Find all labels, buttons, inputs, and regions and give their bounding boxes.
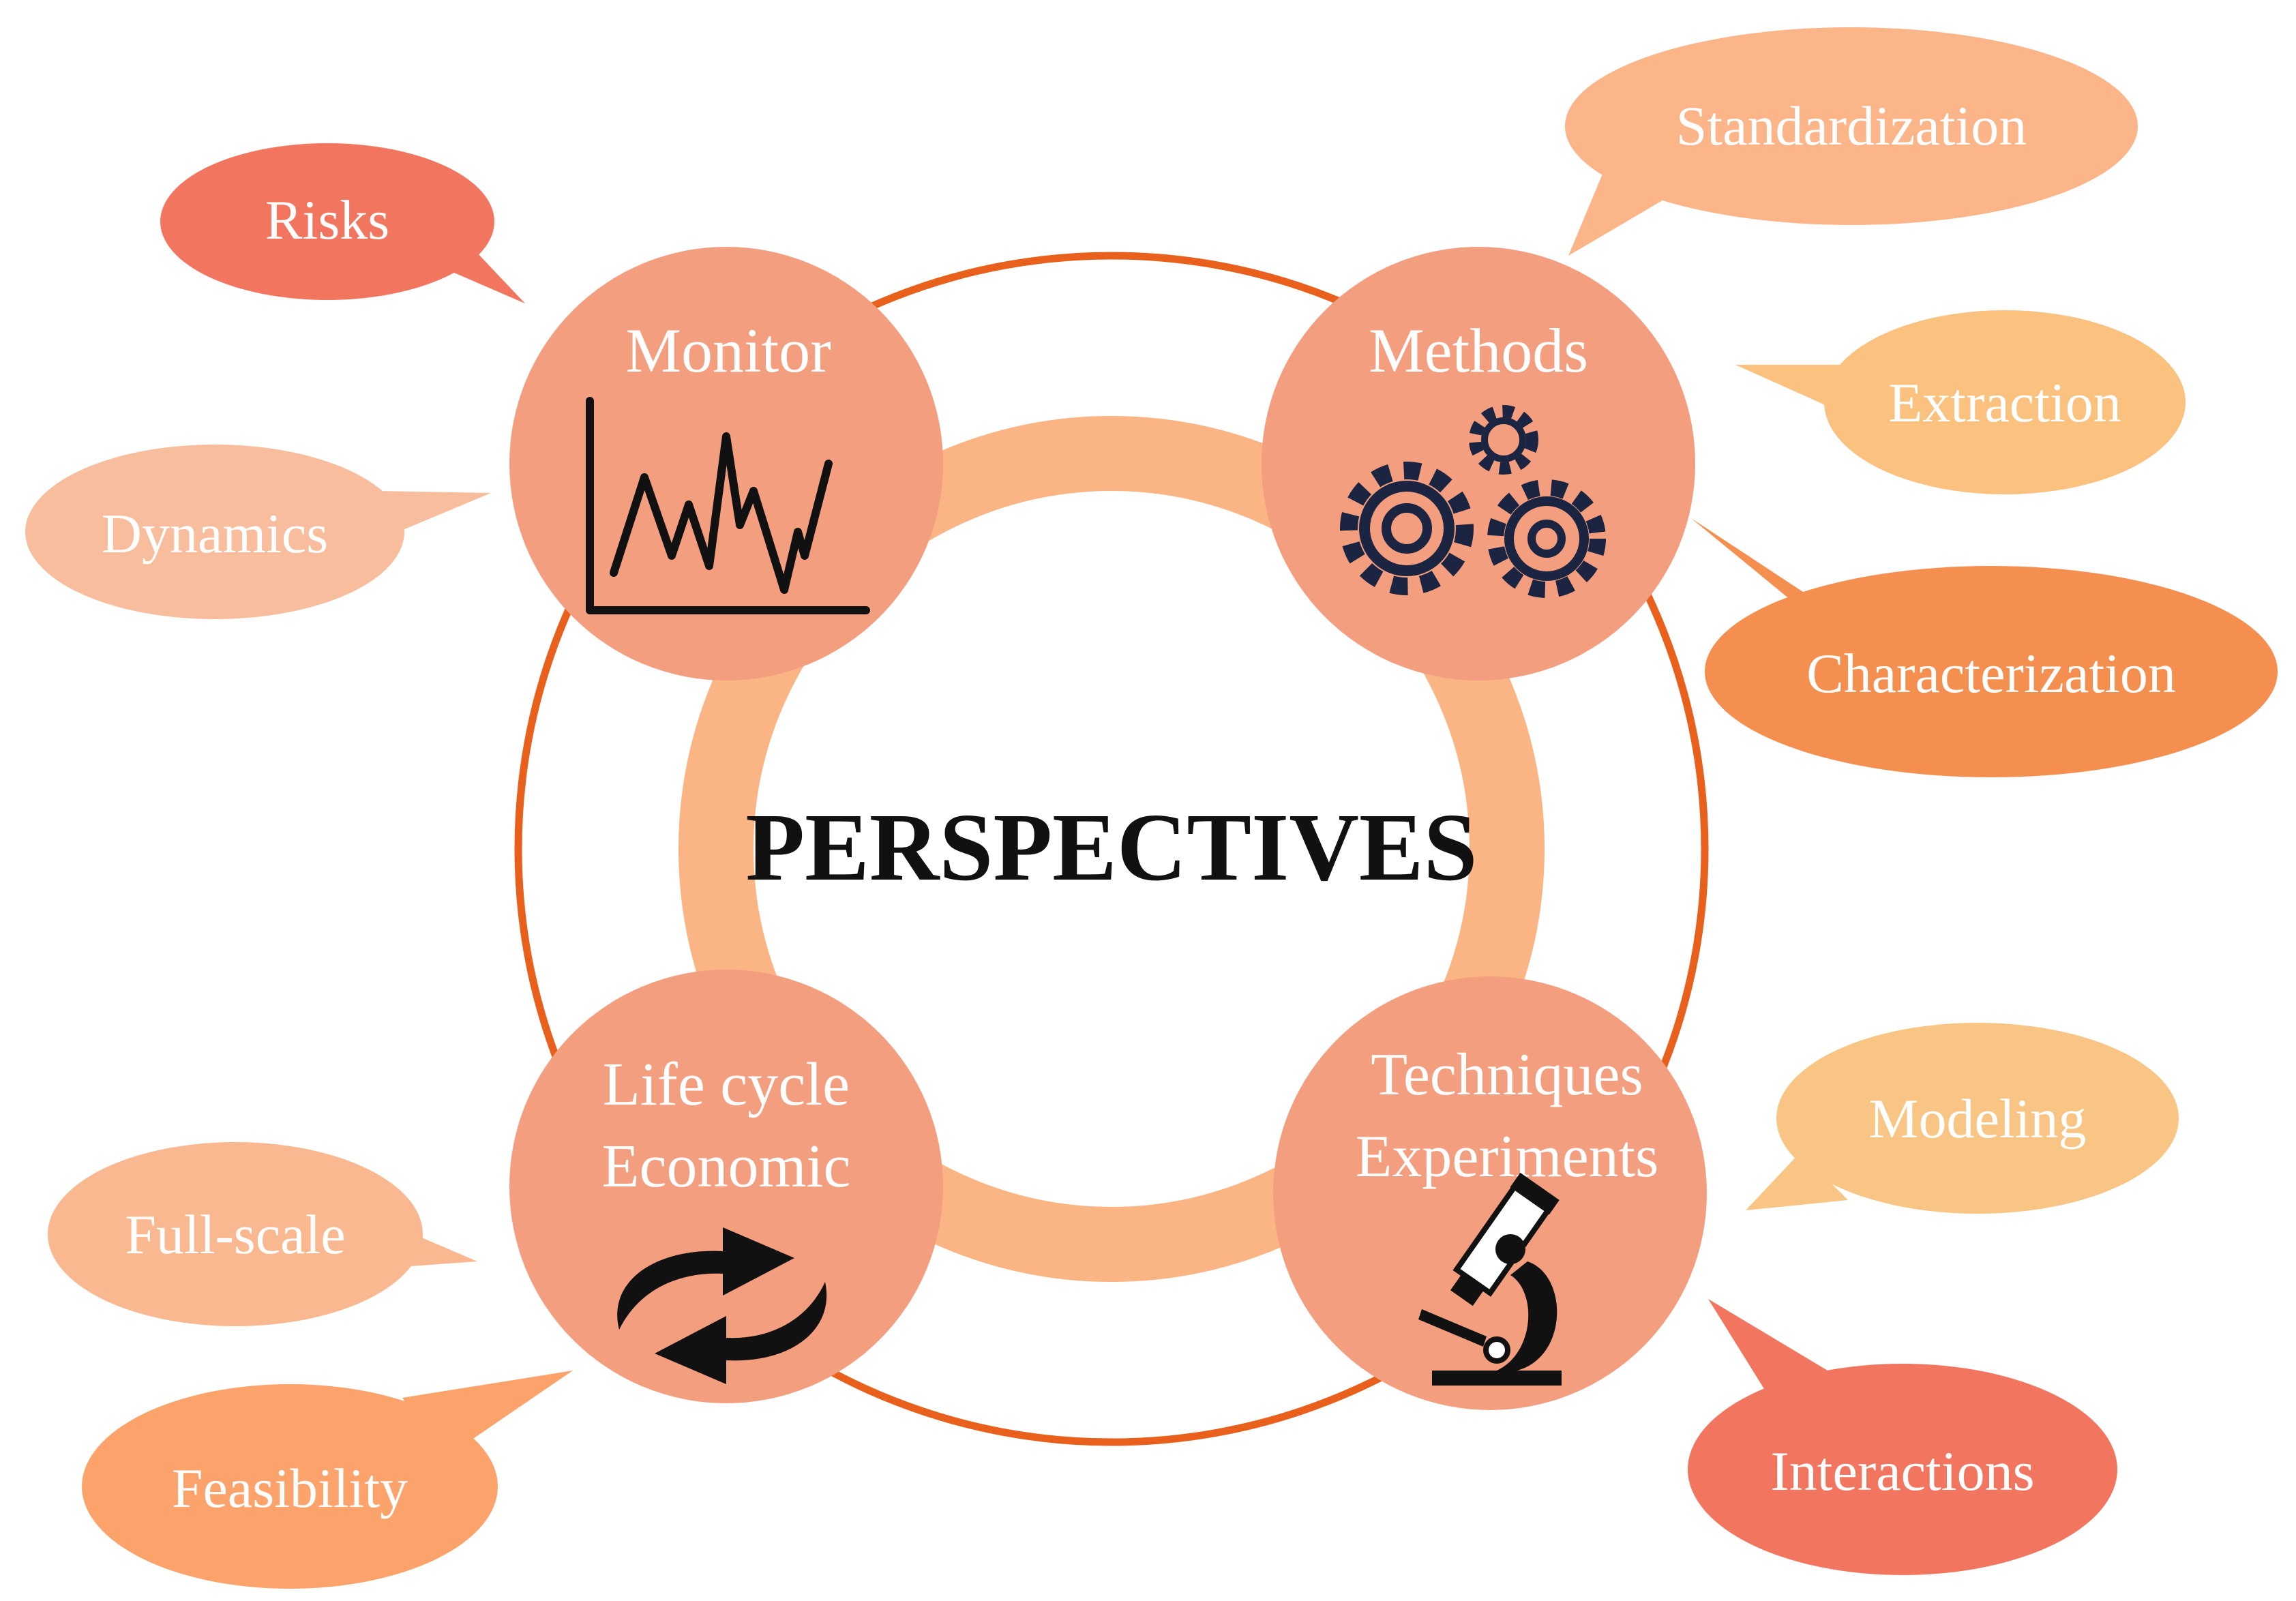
bubble-modeling: Modeling [1746,1023,2179,1214]
node-techniques-label-line1: Techniques [1371,1042,1643,1108]
bubble-modeling-label: Modeling [1869,1088,2087,1150]
bubble-risks: Risks [160,143,525,303]
bubble-standardization: Standardization [1565,27,2138,256]
node-monitor: Monitor [509,247,943,680]
bubble-risks-label: Risks [265,189,389,251]
bubble-fullscale-label: Full-scale [125,1203,345,1266]
bubble-fullscale: Full-scale [48,1142,477,1326]
bubble-standardization-label: Standardization [1676,95,2027,157]
node-lifecycle-label-line2: Economic [602,1133,851,1200]
node-lifecycle: Life cycle Economic [509,970,943,1403]
cycle-arrows-icon [617,1227,827,1384]
bubble-characterization: Characterization [1691,518,2278,777]
microscope-icon [1418,1172,1562,1386]
line-chart-icon [586,397,870,614]
node-lifecycle-circle [509,970,943,1403]
bubble-feasibility: Feasibility [82,1371,573,1589]
bubble-interactions: Interactions [1688,1299,2117,1575]
node-lifecycle-label-line1: Life cycle [603,1051,850,1118]
node-monitor-label: Monitor [625,316,831,385]
bubble-extraction-label: Extraction [1888,372,2121,434]
bubble-characterization-label: Characterization [1806,642,2176,704]
node-techniques-label-line2: Experiments [1356,1124,1659,1190]
node-techniques: Techniques Experiments [1273,976,1707,1410]
gears-icon [1340,405,1606,598]
bubble-interactions-label: Interactions [1770,1440,2034,1502]
inner-ring [679,416,1545,1282]
outer-ring [514,252,1709,1446]
bubble-dynamics-label: Dynamics [102,503,328,565]
node-techniques-circle [1273,976,1707,1410]
node-methods-label: Methods [1369,316,1588,385]
bubble-feasibility-label: Feasibility [172,1457,408,1519]
bubble-dynamics: Dynamics [25,445,491,619]
bubble-extraction: Extraction [1735,310,2186,494]
center-title: PERSPECTIVES [745,793,1477,901]
node-methods: Methods [1262,247,1695,680]
